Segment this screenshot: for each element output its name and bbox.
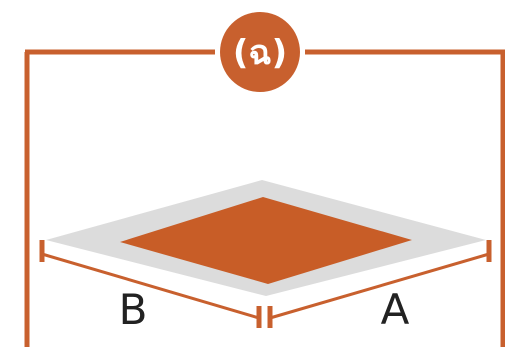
badge-circle	[220, 12, 300, 92]
dimension-a-line	[269, 252, 490, 320]
dimension-b	[39, 240, 262, 328]
badge: (ฉ)	[220, 12, 300, 92]
badge-label: (ฉ)	[233, 33, 287, 73]
dimension-a	[267, 240, 492, 328]
dimension-a-label: A	[381, 285, 410, 334]
dimension-b-line	[41, 252, 260, 320]
plate	[46, 180, 486, 296]
plate-inner	[120, 197, 412, 284]
dimension-b-label: B	[119, 285, 148, 334]
frame-lines	[24, 49, 505, 347]
